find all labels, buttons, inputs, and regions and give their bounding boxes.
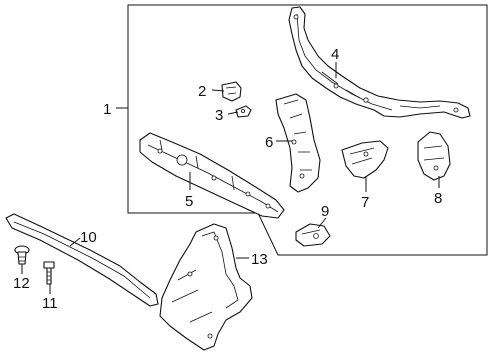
callout-6: 6: [265, 134, 273, 151]
splash-shield: [159, 223, 253, 351]
callout-2: 2: [198, 83, 206, 100]
callout-7: 7: [361, 194, 369, 211]
callout-1: 1: [103, 101, 111, 118]
push-clip: [14, 245, 30, 265]
side-bracket: [417, 131, 451, 181]
callout-9: 9: [321, 203, 329, 220]
leader-10: [69, 237, 81, 247]
callout-5: 5: [185, 193, 193, 210]
callout-13: 13: [251, 251, 268, 268]
leader-3: [227, 111, 239, 115]
callout-12: 12: [13, 275, 30, 292]
callout-11: 11: [42, 295, 58, 312]
upper-tie-bar: [288, 6, 471, 119]
callout-10: 10: [80, 229, 97, 246]
assembly-frame: [127, 4, 488, 256]
air-deflector: [5, 213, 159, 307]
leader-9: [317, 217, 327, 229]
side-member: [275, 93, 321, 193]
leader-2: [211, 89, 225, 92]
callout-3: 3: [215, 107, 223, 124]
small-bracket: [221, 81, 242, 102]
callout-8: 8: [434, 190, 442, 207]
callout-4: 4: [331, 46, 339, 63]
bolt: [43, 261, 55, 285]
mount-block: [295, 223, 331, 247]
lower-bracket: [341, 140, 389, 179]
lower-tie-bar: [139, 132, 285, 219]
clip: [235, 105, 252, 118]
